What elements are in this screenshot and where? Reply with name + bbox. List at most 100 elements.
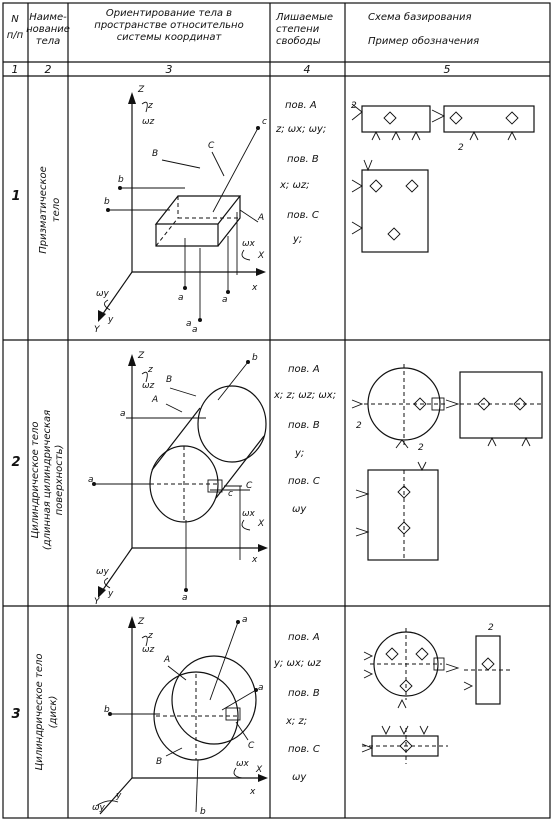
z-axis-arrow xyxy=(128,616,136,628)
svg-text:Призматическое: Призматическое xyxy=(38,166,49,254)
colnum-3: 3 xyxy=(166,63,173,76)
header-orient-3: системы координат xyxy=(117,32,223,43)
scheme1-label-2b: 2 xyxy=(458,143,464,153)
row2-dof-B: y; xyxy=(294,448,304,459)
label-B: B xyxy=(156,757,162,767)
leader-a1 xyxy=(209,621,239,701)
disk-key xyxy=(225,707,241,721)
scheme1-rect-b xyxy=(443,105,535,133)
scheme2-label-2a: 2 xyxy=(356,421,362,431)
label-x: x xyxy=(251,283,258,293)
point-b xyxy=(246,360,250,364)
box-front-face xyxy=(155,224,219,247)
label-C: C xyxy=(208,141,215,151)
y-axis-arrow xyxy=(98,310,106,322)
row3-scheme: 2 xyxy=(361,623,512,764)
svg-text:поверхность): поверхность) xyxy=(54,445,65,516)
label-omega-y: ωy xyxy=(92,803,106,813)
pointer-B xyxy=(161,159,201,169)
x-axis-arrow xyxy=(258,544,268,552)
label-A: A xyxy=(151,395,158,405)
label-X: X xyxy=(255,765,263,775)
row1-prism-drawing: Z z ωz B C c b b A ωx X x ωy Y y a a a a xyxy=(94,85,267,335)
row2-dof-B-title: пов. В xyxy=(288,420,320,431)
scheme1-rect-a xyxy=(361,105,431,133)
omega-x-arc xyxy=(233,767,243,779)
row3-dof-C: ωy xyxy=(292,772,307,783)
scheme3-label-2: 2 xyxy=(488,623,494,633)
header-dof-1: Лишаемые xyxy=(275,12,333,23)
colnum-2: 2 xyxy=(45,63,52,76)
label-B: B xyxy=(166,375,172,385)
cyl-top-edge xyxy=(151,407,201,471)
point-a2 xyxy=(198,318,202,322)
label-c: c xyxy=(228,489,233,499)
label-omega-x: ωx xyxy=(242,239,256,249)
label-C: C xyxy=(246,481,253,491)
row2-name: Цилиндрическое тело (длинная цилиндричес… xyxy=(30,410,65,550)
label-A: A xyxy=(257,213,264,223)
leader-c xyxy=(212,127,259,213)
label-a4: a xyxy=(186,319,192,329)
label-omega-z: ωz xyxy=(142,381,155,391)
row1-dof-B-title: пов. В xyxy=(287,154,319,165)
row-3: 3 Цилиндрическое тело (диск) xyxy=(11,615,512,817)
label-a1: a xyxy=(178,293,184,303)
row2-number: 2 xyxy=(11,455,20,470)
row3-disk-drawing: Z z ωz A a a b B C ωx X x ωy y b xyxy=(92,615,268,817)
disk-back-ellipse xyxy=(171,655,257,745)
label-Y: Y xyxy=(94,325,101,335)
label-Z: Z xyxy=(137,617,145,627)
row2-dof-A-title: пов. А xyxy=(288,364,320,375)
omega-z-arc xyxy=(141,371,148,383)
header-orient-2: пространстве относительно xyxy=(94,20,243,31)
z-axis-arrow xyxy=(128,354,136,366)
cyl-back-ellipse xyxy=(197,385,267,463)
table-header: N п/п Наиме- нование тела Ориентирование… xyxy=(7,8,479,76)
box-right-face xyxy=(217,196,241,247)
omega-y-arc xyxy=(104,577,111,589)
header-dof-3: свободы xyxy=(276,35,321,47)
scheme1-support-marks xyxy=(351,103,519,241)
pointer-A xyxy=(239,209,259,223)
row2-dof-list: пов. А x; z; ωz; ωx; пов. В y; пов. С ωy xyxy=(273,364,336,515)
header-scheme-2: Пример обозначения xyxy=(368,35,479,47)
label-B: B xyxy=(152,149,158,159)
row3-name: Цилиндрическое тело (диск) xyxy=(34,654,59,771)
row1-dof-C: y; xyxy=(292,234,302,245)
label-b2: b xyxy=(104,197,110,207)
point-a1 xyxy=(236,620,240,624)
point-c xyxy=(256,126,260,130)
point-a1 xyxy=(183,286,187,290)
y-axis-arrow xyxy=(98,586,106,598)
label-b1: b xyxy=(104,705,110,715)
leader-a2 xyxy=(221,689,257,711)
row2-dof-C: ωy xyxy=(292,504,307,515)
colnum-4: 4 xyxy=(304,63,311,76)
row1-dof-A-title: пов. А xyxy=(285,100,317,111)
label-z: z xyxy=(147,631,153,641)
row3-number: 3 xyxy=(11,707,20,722)
svg-text:(длинная цилиндрическая: (длинная цилиндрическая xyxy=(42,410,53,550)
x-axis-arrow xyxy=(256,268,266,276)
scheme3-support-marks xyxy=(361,647,495,753)
header-pp: п/п xyxy=(7,30,24,41)
label-omega-y: ωy xyxy=(96,289,110,299)
pointer-A xyxy=(165,403,183,413)
z-axis-arrow xyxy=(128,92,136,104)
label-b: b xyxy=(252,353,258,363)
leader-b2 xyxy=(195,759,199,813)
row3-dof-C-title: пов. С xyxy=(288,744,320,755)
point-a2 xyxy=(254,688,258,692)
cyl-bottom-edge xyxy=(215,435,265,499)
row2-dof-A: x; z; ωz; ωx; xyxy=(273,390,336,401)
header-name-3: тела xyxy=(36,36,61,47)
row1-dof-C-title: пов. С xyxy=(287,210,319,221)
label-Z: Z xyxy=(137,351,145,361)
point-b2 xyxy=(106,208,110,212)
y-axis xyxy=(99,547,133,595)
label-y: y xyxy=(115,791,122,801)
